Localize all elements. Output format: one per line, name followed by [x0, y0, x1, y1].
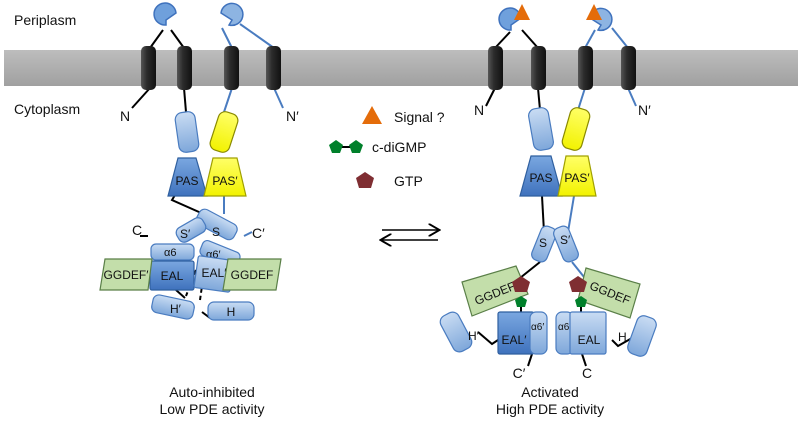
equilibrium-arrows-icon — [382, 230, 438, 240]
legend-gtp-label: GTP — [394, 173, 423, 189]
pas-label: PAS — [529, 171, 552, 185]
gtp-pentagon-icon — [512, 276, 530, 292]
s-helix — [195, 208, 238, 241]
ggdef-label: GGDEF — [231, 268, 274, 282]
activated-dimer: N N′ PAS PAS′ S S′ GGDEF′ GGDEF — [439, 4, 657, 381]
legend-signal-label: Signal ? — [394, 109, 445, 125]
h-label: H — [227, 305, 236, 319]
h-label: H — [618, 330, 627, 344]
eal-label: EAL — [161, 269, 184, 283]
tm-helix-prime — [578, 46, 593, 90]
legend: Signal ? c-diGMP GTP — [329, 106, 445, 189]
c-digmp-icon — [329, 140, 363, 153]
eal-label: EAL — [578, 333, 601, 347]
pas-label: PAS — [175, 174, 198, 188]
n-prime-terminus-label: N′ — [638, 102, 651, 118]
linker-helix-prime — [561, 107, 591, 151]
pas-prime-domain — [557, 155, 597, 197]
h-prime-label: H′ — [170, 302, 182, 316]
activated-state-label: Activated — [521, 384, 579, 400]
ggdef-prime-domain — [99, 258, 153, 291]
linker-helix — [528, 107, 554, 151]
pas-prime-domain — [203, 157, 247, 197]
n-prime-terminus-label: N′ — [286, 108, 299, 124]
pas-prime-label: PAS′ — [564, 171, 590, 185]
ggdef-domain — [222, 258, 282, 291]
s-helix — [531, 225, 557, 263]
periplasm-label: Periplasm — [14, 12, 76, 28]
s-prime-helix — [553, 225, 579, 263]
eal-prime-label: EAL′ — [502, 333, 528, 347]
s-prime-label: S′ — [180, 227, 191, 241]
h-helix — [627, 315, 657, 357]
low-activity-label: Low PDE activity — [159, 401, 265, 417]
tm-helix — [177, 46, 192, 90]
eal-domain — [569, 311, 607, 355]
tm-helix — [531, 46, 546, 90]
n-terminus-label: N — [474, 102, 484, 118]
linker-helix-prime — [209, 111, 239, 153]
alpha6-prime-helix — [529, 311, 548, 355]
h-prime-helix — [439, 311, 473, 353]
sensor-domain-prime-icon — [220, 2, 244, 27]
signal-triangle-icon — [586, 4, 602, 20]
alpha6-prime-label: α6′ — [531, 322, 544, 333]
signal-triangle-icon — [362, 106, 382, 124]
h-prime-label: H′ — [468, 329, 480, 343]
h-helix — [207, 301, 255, 321]
autoinhibited-state-label: Auto-inhibited — [169, 384, 255, 400]
c-terminus-label: C — [132, 222, 142, 238]
s-prime-helix — [175, 217, 207, 243]
tm-helix — [488, 46, 503, 90]
signal-triangle-icon — [514, 4, 530, 20]
high-activity-label: High PDE activity — [495, 401, 605, 417]
activated-caption: Activated High PDE activity — [440, 384, 660, 418]
eal-prime-label: EAL′ — [202, 266, 228, 280]
alpha6-label: α6 — [164, 247, 176, 259]
c-terminus-label: C — [582, 365, 592, 381]
s-label: S — [539, 236, 547, 250]
alpha6-label: α6 — [558, 322, 570, 333]
tm-helix-prime — [266, 46, 281, 90]
membrane — [4, 50, 798, 86]
s-prime-label: S′ — [560, 233, 571, 247]
s-label: S — [212, 225, 220, 239]
n-terminus-label: N — [120, 108, 130, 124]
tm-helix-prime — [621, 46, 636, 90]
pas-prime-label: PAS′ — [212, 174, 238, 188]
alpha6-helix — [150, 243, 195, 261]
sensor-domain-icon — [153, 2, 177, 26]
h-prime-helix — [151, 294, 195, 320]
tm-helix — [141, 46, 156, 90]
ggdef-prime-label: GGDEF′ — [104, 268, 150, 282]
linker-helix — [174, 111, 200, 153]
gtp-pentagon-icon — [356, 172, 374, 188]
c-prime-terminus-label: C′ — [252, 225, 265, 241]
autoinhibited-dimer: N N′ PAS PAS′ S S′ C C′ α6 α6′ EAL EAL′ … — [99, 2, 299, 321]
c-prime-terminus-label: C′ — [513, 365, 526, 381]
autoinhibited-caption: Auto-inhibited Low PDE activity — [102, 384, 322, 418]
ggdef-prime-domain — [461, 265, 529, 317]
gtp-pentagon-icon — [569, 276, 587, 292]
legend-cdigmp-label: c-diGMP — [372, 139, 426, 155]
tm-helix-prime — [224, 46, 239, 90]
cytoplasm-label: Cytoplasm — [14, 101, 80, 117]
